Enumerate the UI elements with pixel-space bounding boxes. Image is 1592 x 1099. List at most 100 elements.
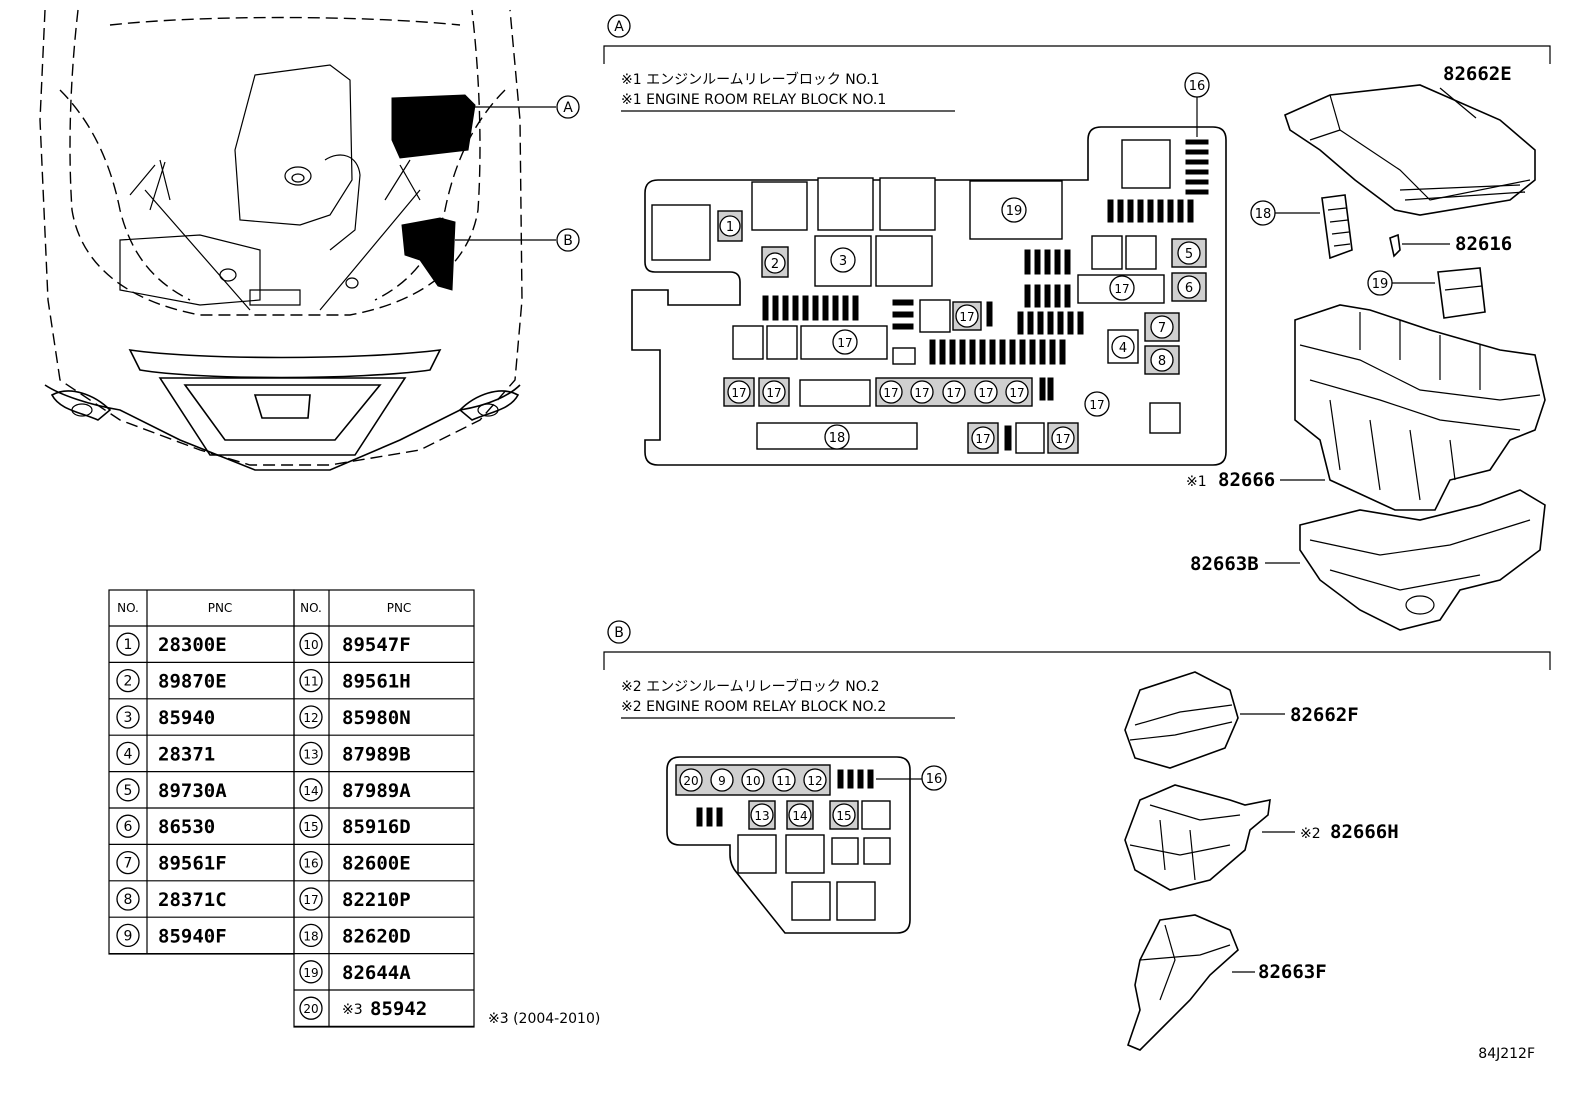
engine-bay-drawing: A B [39, 9, 580, 471]
table-cell-pnc: 87989A [342, 780, 411, 802]
table-cell-no: 15 [303, 820, 318, 834]
table-cell-pnc: 86530 [158, 816, 215, 838]
part-82662E: 82662E [1443, 63, 1512, 85]
block-a-num-2: 2 [771, 257, 779, 272]
table-row: 10 89547F [299, 632, 411, 656]
block-a-fuses-17: 17 17 17 17 17 17 17 17 17 17 17 [723, 275, 1135, 454]
table-cell-pnc: 87989B [342, 743, 411, 765]
table-cell-pnc: 28371C [158, 889, 227, 911]
table-cell-no: 16 [303, 857, 318, 871]
block-b-num-12: 12 [807, 774, 822, 788]
block-a-num-5: 5 [1185, 247, 1193, 262]
section-a-label: A [614, 19, 624, 35]
section-b: B ※2 エンジンルームリレーブロック NO.2 ※2 ENGINE ROOM … [603, 620, 1551, 934]
block-a-num-3: 3 [839, 254, 847, 269]
table-row: 14 87989A [299, 778, 411, 802]
part-82666H-mark: ※2 [1300, 826, 1321, 842]
table-cell-mark: ※3 [342, 1002, 363, 1018]
block-a-num-1: 1 [726, 220, 734, 235]
table-cell-no: 4 [124, 746, 133, 762]
table-cell-no: 14 [303, 784, 318, 798]
block-a-num-7: 7 [1158, 321, 1166, 336]
drawing-id: 84J212F [1478, 1046, 1535, 1062]
section-b-parts: 82662F ※2 82666H 82663F [1124, 671, 1399, 1051]
fuse-17-label: 17 [1114, 282, 1129, 296]
relay-block-no2-outline [666, 756, 911, 934]
part-82666: 82666 [1218, 469, 1275, 491]
table-row: 13 87989B [299, 741, 411, 765]
section-a-note-en: ※1 ENGINE ROOM RELAY BLOCK NO.1 [621, 92, 886, 108]
fuse-17-label: 17 [883, 386, 898, 400]
table-row: 12 85980N [299, 705, 411, 729]
table-cell-no: 11 [303, 675, 318, 689]
block-a-num-8: 8 [1158, 354, 1166, 369]
table-row: 15 85916D [299, 814, 411, 838]
table-cell-no: 10 [303, 638, 318, 652]
table-header-pnc-right: PNC [387, 601, 412, 615]
section-b-label: B [614, 625, 624, 641]
block-a-num-6: 6 [1185, 281, 1193, 296]
table-cell-no: 19 [303, 966, 318, 980]
table-row: 8 28371C [116, 887, 227, 911]
part-82663F: 82663F [1258, 961, 1327, 983]
section-a-note-jp: ※1 エンジンルームリレーブロック NO.1 [621, 71, 880, 88]
table-cell-no: 8 [124, 892, 133, 908]
fuse-17-label: 17 [1089, 398, 1104, 412]
table-cell-no: 13 [303, 747, 318, 761]
table-cell-no: 12 [303, 711, 318, 725]
fuse-17-label: 17 [1009, 386, 1024, 400]
block-a-num-4: 4 [1119, 341, 1127, 356]
callout-b: B [563, 233, 573, 249]
footnote: ※3 (2004-2010) [488, 1011, 600, 1027]
table-cell-pnc: 82210P [342, 889, 411, 911]
fuse-17-label: 17 [959, 310, 974, 324]
part-82663B: 82663B [1190, 553, 1259, 575]
table-header-no-right: NO. [300, 601, 322, 615]
table-cell-pnc: 89561F [158, 853, 227, 875]
fuse-17-label: 17 [975, 432, 990, 446]
fuse-strips-a [762, 139, 1209, 451]
fuse-17-label: 17 [978, 386, 993, 400]
table-header-no-left: NO. [117, 601, 139, 615]
part-82666H: 82666H [1330, 821, 1399, 843]
table-header-pnc-left: PNC [208, 601, 233, 615]
table-row: 6 86530 [116, 814, 215, 838]
table-cell-no: 6 [124, 819, 133, 835]
table-cell-pnc: 85980N [342, 707, 411, 729]
part-18-callout: 18 [1255, 207, 1272, 222]
table-cell-pnc: 85916D [342, 816, 411, 838]
block-a-num-18: 18 [829, 431, 846, 446]
fuse-17-label: 17 [766, 386, 781, 400]
block-b-num-16: 16 [926, 772, 943, 787]
section-a-parts: 82662E 18 82616 19 ※1 82666 82663B [1186, 63, 1546, 631]
table-cell-no: 5 [124, 783, 133, 799]
table-row: 9 85940F [116, 923, 227, 947]
table-cell-no: 2 [124, 674, 133, 690]
fuse-17-label: 17 [946, 386, 961, 400]
section-b-note-jp: ※2 エンジンルームリレーブロック NO.2 [621, 678, 880, 695]
block-b-num-11: 11 [776, 774, 791, 788]
table-cell-pnc: 85942 [370, 998, 427, 1020]
table-cell-pnc: 85940 [158, 707, 215, 729]
block-a-num-19: 19 [1006, 204, 1023, 219]
fuse-17-label: 17 [914, 386, 929, 400]
table-cell-pnc: 89547F [342, 634, 411, 656]
fuse-17-label: 17 [731, 386, 746, 400]
part-82662F: 82662F [1290, 704, 1359, 726]
fuse-17-label: 17 [837, 336, 852, 350]
relay-block-no1-outline [631, 126, 1227, 466]
table-cell-no: 9 [124, 928, 133, 944]
table-cell-pnc: 82620D [342, 925, 411, 947]
table-cell-pnc: 89870E [158, 671, 227, 693]
table-cell-pnc: 85940F [158, 925, 227, 947]
